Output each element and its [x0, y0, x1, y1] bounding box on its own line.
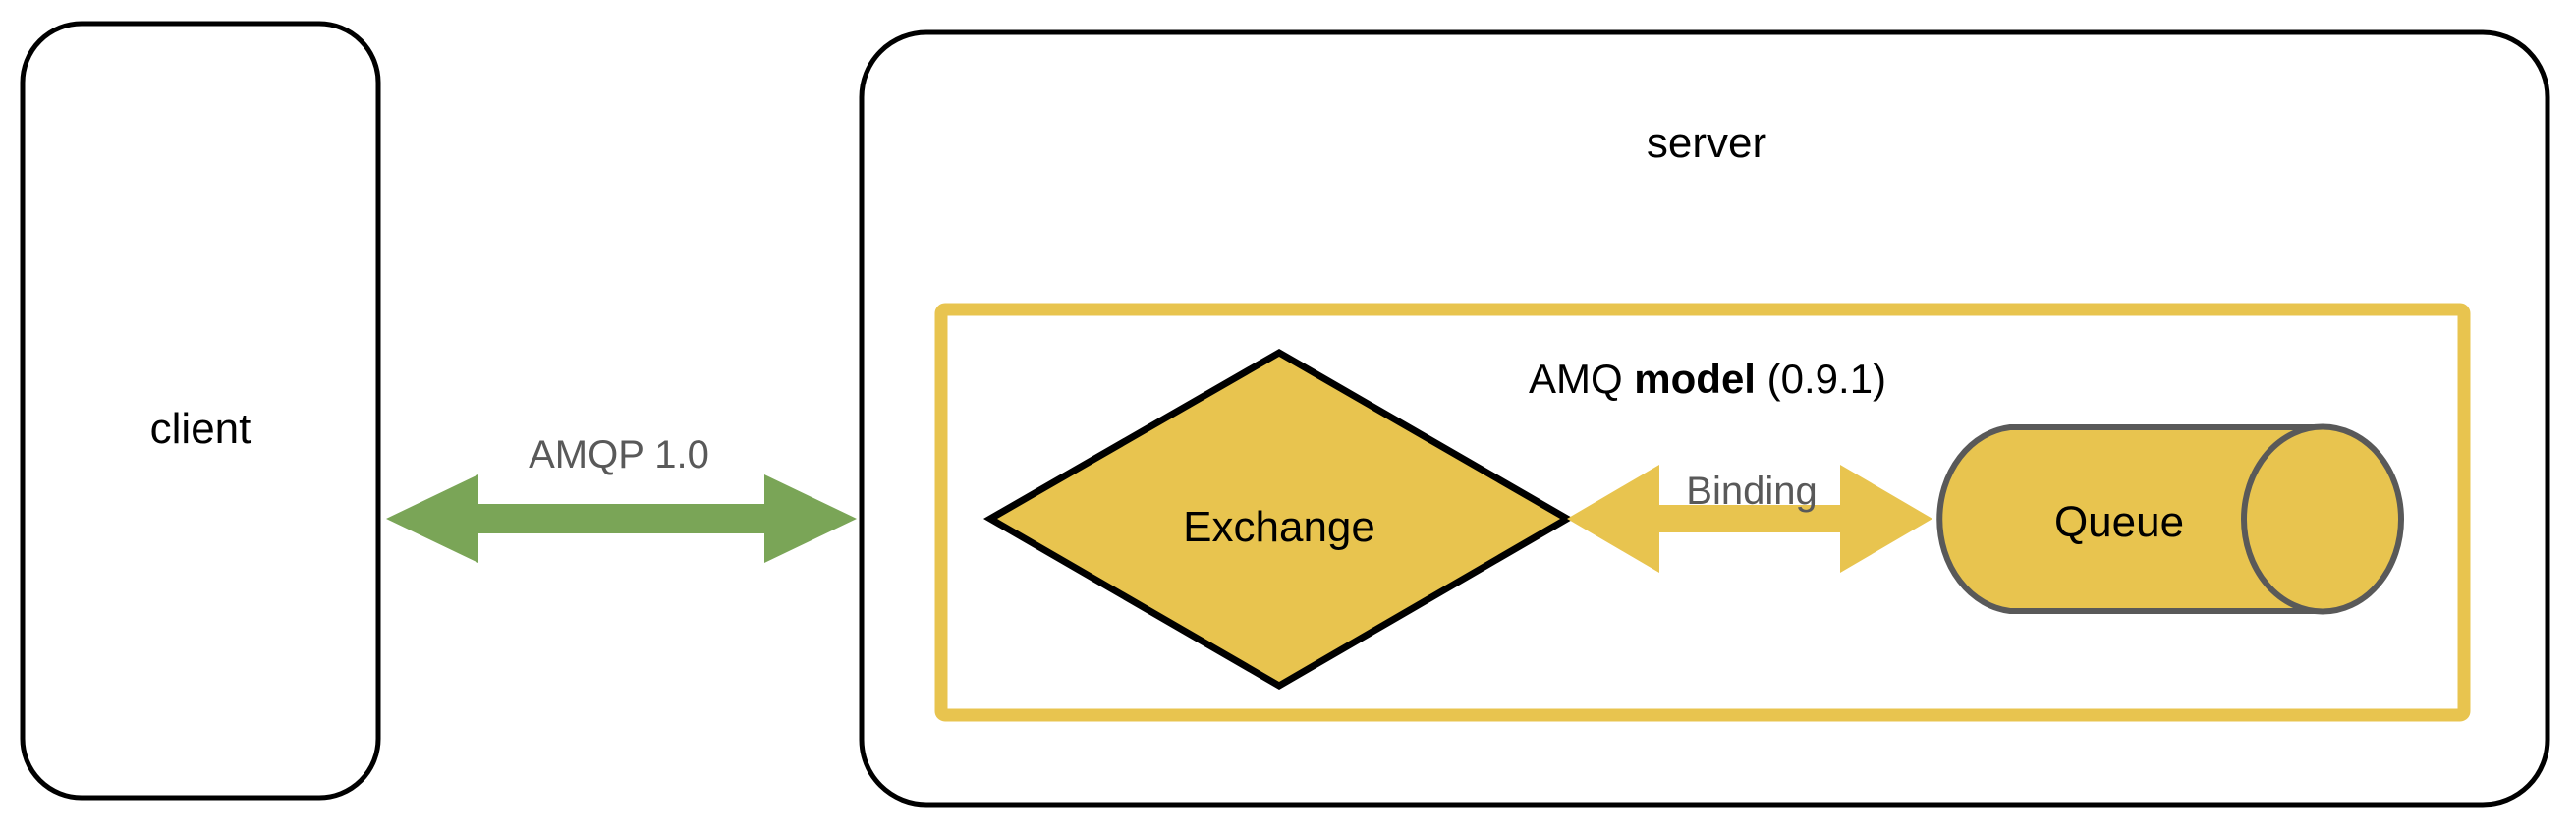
amqp-arrow-icon[interactable] — [386, 474, 857, 563]
queue-cylinder-icon[interactable] — [1936, 423, 2404, 615]
server-label: server — [1646, 119, 1767, 167]
amq-model-title: AMQ model (0.9.1) — [1529, 359, 1886, 400]
binding-link-label: Binding — [1686, 470, 1818, 513]
binding-arrow-icon[interactable] — [1567, 465, 1932, 573]
amq-model-title-prefix: AMQ — [1528, 356, 1635, 402]
amq-model-title-strong: model — [1634, 356, 1756, 402]
exchange-label: Exchange — [1183, 503, 1375, 551]
queue-label: Queue — [2053, 498, 2185, 546]
amqp-link-label: AMQP 1.0 — [529, 433, 709, 476]
exchange-diamond-icon[interactable] — [982, 348, 1574, 691]
amq-model-box[interactable] — [934, 303, 2471, 722]
client-box[interactable] — [20, 21, 381, 801]
client-label: client — [149, 405, 252, 453]
amq-model-title-suffix: (0.9.1) — [1755, 356, 1887, 402]
